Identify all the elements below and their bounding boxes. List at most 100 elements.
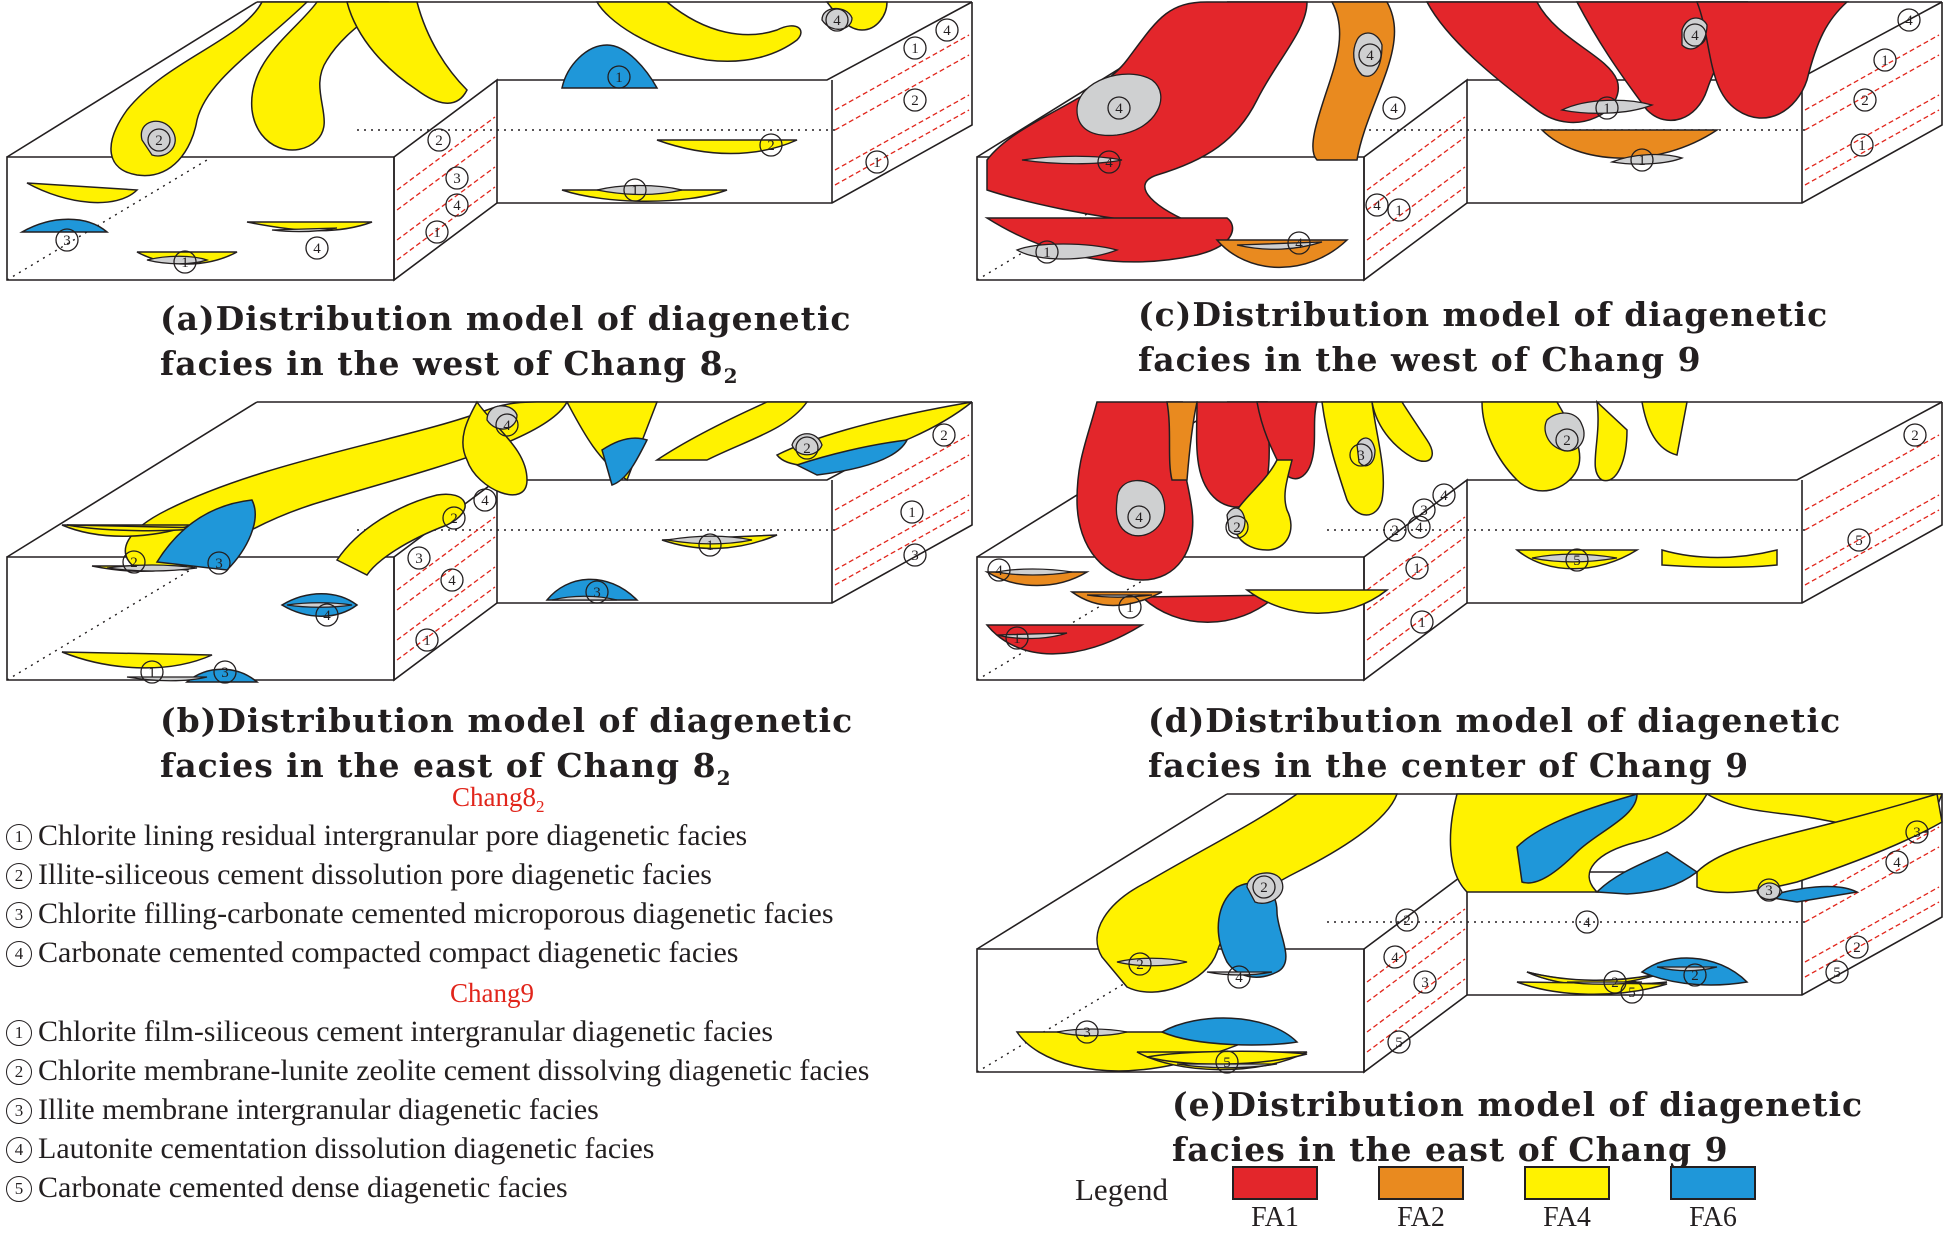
panel-e-diagram: 2 3 2 4 4 2 2 5 3 5 2 4 3 5 3 4 2 5 — [976, 792, 1944, 1074]
caption-b: (b)Distribution model of diagenetic faci… — [160, 698, 853, 793]
svg-text:2: 2 — [911, 93, 919, 109]
legend-label-fa1: FA1 — [1251, 1202, 1299, 1233]
svg-text:2: 2 — [450, 511, 458, 527]
legend-item-fa6: FA6 — [1670, 1166, 1756, 1234]
legend-swatch-fa1 — [1232, 1166, 1318, 1200]
facies-markers: 4 2 1 3 4 2 3 1 3 2 4 3 4 1 2 1 3 — [122, 413, 956, 684]
svg-text:4: 4 — [1905, 13, 1913, 29]
panel-d-diagram: 4 2 3 2 4 1 1 5 2 4 3 4 1 1 2 5 — [976, 400, 1943, 681]
svg-text:2: 2 — [435, 133, 443, 149]
chang9-title: Chang9 — [450, 978, 534, 1008]
svg-text:2: 2 — [1563, 433, 1571, 449]
legend-label-fa6: FA6 — [1689, 1202, 1737, 1233]
panel-a-diagram: 2 3 1 4 1 1 2 4 2 3 4 1 1 4 2 1 — [6, 1, 973, 281]
svg-text:3: 3 — [593, 585, 601, 601]
svg-text:1: 1 — [706, 538, 714, 554]
svg-text:5: 5 — [1223, 1055, 1231, 1071]
svg-text:4: 4 — [313, 241, 321, 257]
legend-item-fa2: FA2 — [1378, 1166, 1464, 1234]
caption-d-line1: (d)Distribution model of diagenetic — [1148, 701, 1842, 740]
svg-text:1: 1 — [615, 70, 623, 86]
svg-text:2: 2 — [1861, 93, 1869, 109]
fa4-lenses — [61, 565, 213, 669]
svg-text:4: 4 — [995, 563, 1003, 579]
svg-text:1: 1 — [1413, 561, 1421, 577]
svg-text:1: 1 — [1858, 138, 1866, 154]
legend-item-fa4: FA4 — [1524, 1166, 1610, 1234]
svg-text:1: 1 — [1603, 101, 1611, 117]
svg-text:1: 1 — [1418, 615, 1426, 631]
caption-c-line2: facies in the west of Chang 9 — [1138, 340, 1702, 379]
svg-text:2: 2 — [1403, 913, 1411, 929]
facies-number: 5 — [6, 1176, 32, 1202]
svg-text:4: 4 — [1583, 915, 1591, 931]
caption-d: (d)Distribution model of diagenetic faci… — [1148, 698, 1841, 793]
svg-text:5: 5 — [1833, 965, 1841, 981]
svg-text:2: 2 — [155, 133, 163, 149]
caption-a-line2: facies in the west of Chang 82 — [160, 344, 738, 388]
legend-item-fa1: FA1 — [1232, 1166, 1318, 1234]
svg-text:1: 1 — [148, 665, 156, 681]
svg-text:3: 3 — [1420, 503, 1428, 519]
svg-text:1: 1 — [631, 183, 639, 199]
svg-text:4: 4 — [1373, 198, 1381, 214]
svg-text:4: 4 — [1295, 236, 1303, 252]
facies-markers: 2 3 1 4 1 1 2 4 2 3 4 1 1 4 2 1 — [55, 8, 959, 274]
svg-text:3: 3 — [453, 171, 461, 187]
svg-text:4: 4 — [1391, 950, 1399, 966]
svg-text:5: 5 — [1628, 985, 1636, 1001]
svg-text:4: 4 — [453, 198, 461, 214]
caption-b-line1: (b)Distribution model of diagenetic — [160, 701, 854, 740]
legend-swatch-fa2 — [1378, 1166, 1464, 1200]
svg-text:4: 4 — [1893, 855, 1901, 871]
svg-text:3: 3 — [1357, 448, 1365, 464]
svg-text:3: 3 — [1765, 883, 1773, 899]
svg-text:2: 2 — [130, 555, 138, 571]
svg-text:2: 2 — [1136, 957, 1144, 973]
svg-text:1: 1 — [1126, 600, 1134, 616]
svg-text:1: 1 — [181, 255, 189, 271]
svg-text:4: 4 — [1415, 520, 1423, 536]
facies-number: 2 — [6, 863, 32, 889]
svg-text:2: 2 — [1691, 968, 1699, 984]
svg-text:4: 4 — [1235, 970, 1243, 986]
svg-text:4: 4 — [1105, 155, 1113, 171]
svg-text:3: 3 — [1913, 825, 1921, 841]
svg-text:2: 2 — [1911, 428, 1919, 444]
svg-text:1: 1 — [1043, 245, 1051, 261]
svg-text:5: 5 — [1573, 553, 1581, 569]
caption-e-line1: (e)Distribution model of diagenetic — [1172, 1085, 1864, 1124]
svg-text:4: 4 — [481, 493, 489, 509]
caption-a: (a)Distribution model of diagenetic faci… — [160, 296, 852, 391]
svg-text:3: 3 — [1421, 975, 1429, 991]
fa6-bodies — [155, 437, 909, 683]
svg-text:4: 4 — [1440, 488, 1448, 504]
legend-label: Legend — [1075, 1172, 1168, 1207]
svg-text:3: 3 — [221, 665, 229, 681]
svg-text:5: 5 — [1395, 1035, 1403, 1051]
svg-text:1: 1 — [423, 633, 431, 649]
svg-text:2: 2 — [803, 441, 811, 457]
facies-number: 4 — [6, 941, 32, 967]
svg-text:4: 4 — [1135, 510, 1143, 526]
svg-text:4: 4 — [323, 608, 331, 624]
svg-text:4: 4 — [1390, 101, 1398, 117]
svg-text:3: 3 — [415, 551, 423, 567]
svg-text:4: 4 — [1115, 101, 1123, 117]
legend-swatch-fa4 — [1524, 1166, 1610, 1200]
facies-number: 1 — [6, 1020, 32, 1046]
fa6-bodies — [1160, 792, 1860, 1046]
legend-label-fa4: FA4 — [1543, 1202, 1591, 1233]
chang8-title: Chang82 — [452, 782, 545, 816]
legend-swatch-fa6 — [1670, 1166, 1756, 1200]
caption-a-line1: (a)Distribution model of diagenetic — [160, 299, 852, 338]
svg-text:2: 2 — [1853, 940, 1861, 956]
caption-e: (e)Distribution model of diagenetic faci… — [1172, 1082, 1863, 1177]
